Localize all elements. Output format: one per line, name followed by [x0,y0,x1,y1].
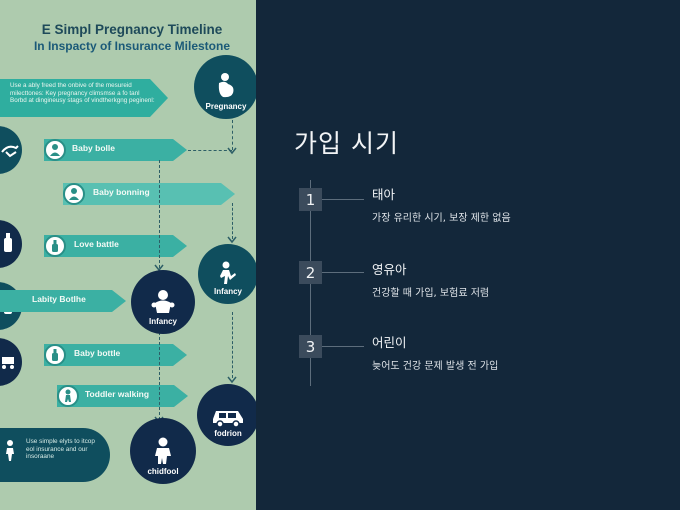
stroller-icon [2,357,14,369]
insurance-timeline-infographic: E Simpl Pregnancy Timeline In Inspacty o… [0,0,256,510]
edge-circle-bottle [0,220,22,268]
toddler-icon [65,389,71,402]
milestone-arrow-3: Love battle [44,235,187,257]
baby-icon [69,188,79,200]
milestone-arrow-1: Baby bolle [44,139,187,161]
connector-line [232,120,233,150]
page-title: 가입 시기 [294,129,399,158]
milestone-label: Baby bolle [72,143,115,153]
connector-line [232,312,233,378]
intro-text: Use a ably freed the onbive of the mesur… [10,82,155,105]
step-description-3: 늦어도 건강 문제 발생 전 가입 [372,361,499,372]
stage-label: chidfool [147,467,179,476]
stage-label: Infancy [148,317,177,326]
step-connector [322,346,364,347]
pregnancy-icon [218,73,234,98]
milestone-label: Baby bottle [74,348,121,358]
bottle-icon [4,233,12,252]
milestone-arrow-4: Labity Botlhe [0,290,126,312]
edge-circle-stroller [0,338,22,386]
milestone-label: Toddler walking [85,389,150,399]
chevron-down-icon [227,376,237,384]
infographic-title: E Simpl Pregnancy Timeline [41,22,223,37]
stage-circle-fodrion: fodrion [197,384,256,446]
walking-child-icon [220,261,236,284]
chevron-down-icon [227,236,237,244]
bottom-note: Use simple elyts to itcop eol insurance … [0,428,110,482]
step-title-1: 태아 [372,187,396,202]
connector-line [188,150,232,151]
baby-icon [151,290,175,313]
milestone-arrow-5: Baby bottle [44,344,187,366]
milestone-arrow-2: Baby bonning [63,183,235,205]
step-connector [322,272,364,273]
connector-line [232,203,233,239]
step-number-1: 1 [299,188,322,211]
step-connector [322,199,364,200]
milestone-badge-3 [44,235,66,257]
bottle-icon [52,349,58,361]
edge-circle-stork [0,126,22,174]
milestone-label: Baby bonning [93,187,150,197]
bottom-note-text: Use simple elyts to itcop eol insurance … [26,438,95,461]
milestone-label: Love battle [74,239,119,249]
stage-label: Pregnancy [205,102,247,111]
milestone-badge-1 [44,139,66,161]
infographic-subtitle: In Inspacty of Insurance Milestone [33,39,231,53]
enrollment-timing-panel: 가입 시기 1 태아 가장 유리한 시기, 보장 제한 없음 2 영유아 건강할… [256,0,680,510]
connector-line [159,160,160,268]
milestone-badge-6 [57,385,79,407]
milestone-arrow-6: Toddler walking [57,385,188,407]
intro-arrow: Use a ably freed the onbive of the mesur… [0,79,168,117]
bottle-icon [52,240,58,252]
stage-circle-infancy-2: Infancy [131,270,195,334]
stork-icon [1,145,19,158]
step-title-3: 어린이 [372,335,407,350]
car-icon [213,411,243,427]
toddler-icon [155,437,171,464]
chevron-down-icon [227,147,237,155]
stage-label: fodrion [214,429,242,438]
step-title-2: 영유아 [372,262,407,277]
step-number-3: 3 [299,335,322,358]
step-description-2: 건강할 때 가입, 보험료 저렴 [372,288,490,299]
step-number-2: 2 [299,261,322,284]
step-description-1: 가장 유리한 시기, 보장 제한 없음 [372,213,511,224]
baby-icon [50,144,60,156]
milestone-badge-5 [44,344,66,366]
stage-label: Infancy [213,287,242,296]
connector-line [159,332,160,420]
stage-circle-infancy-1: Infancy [198,244,256,304]
stage-circle-pregnancy: Pregnancy [194,55,256,119]
stage-circle-childhood: chidfool [130,418,196,484]
milestone-badge-2 [63,183,85,205]
walking-child-icon [6,440,14,461]
milestone-label: Labity Botlhe [32,294,86,304]
